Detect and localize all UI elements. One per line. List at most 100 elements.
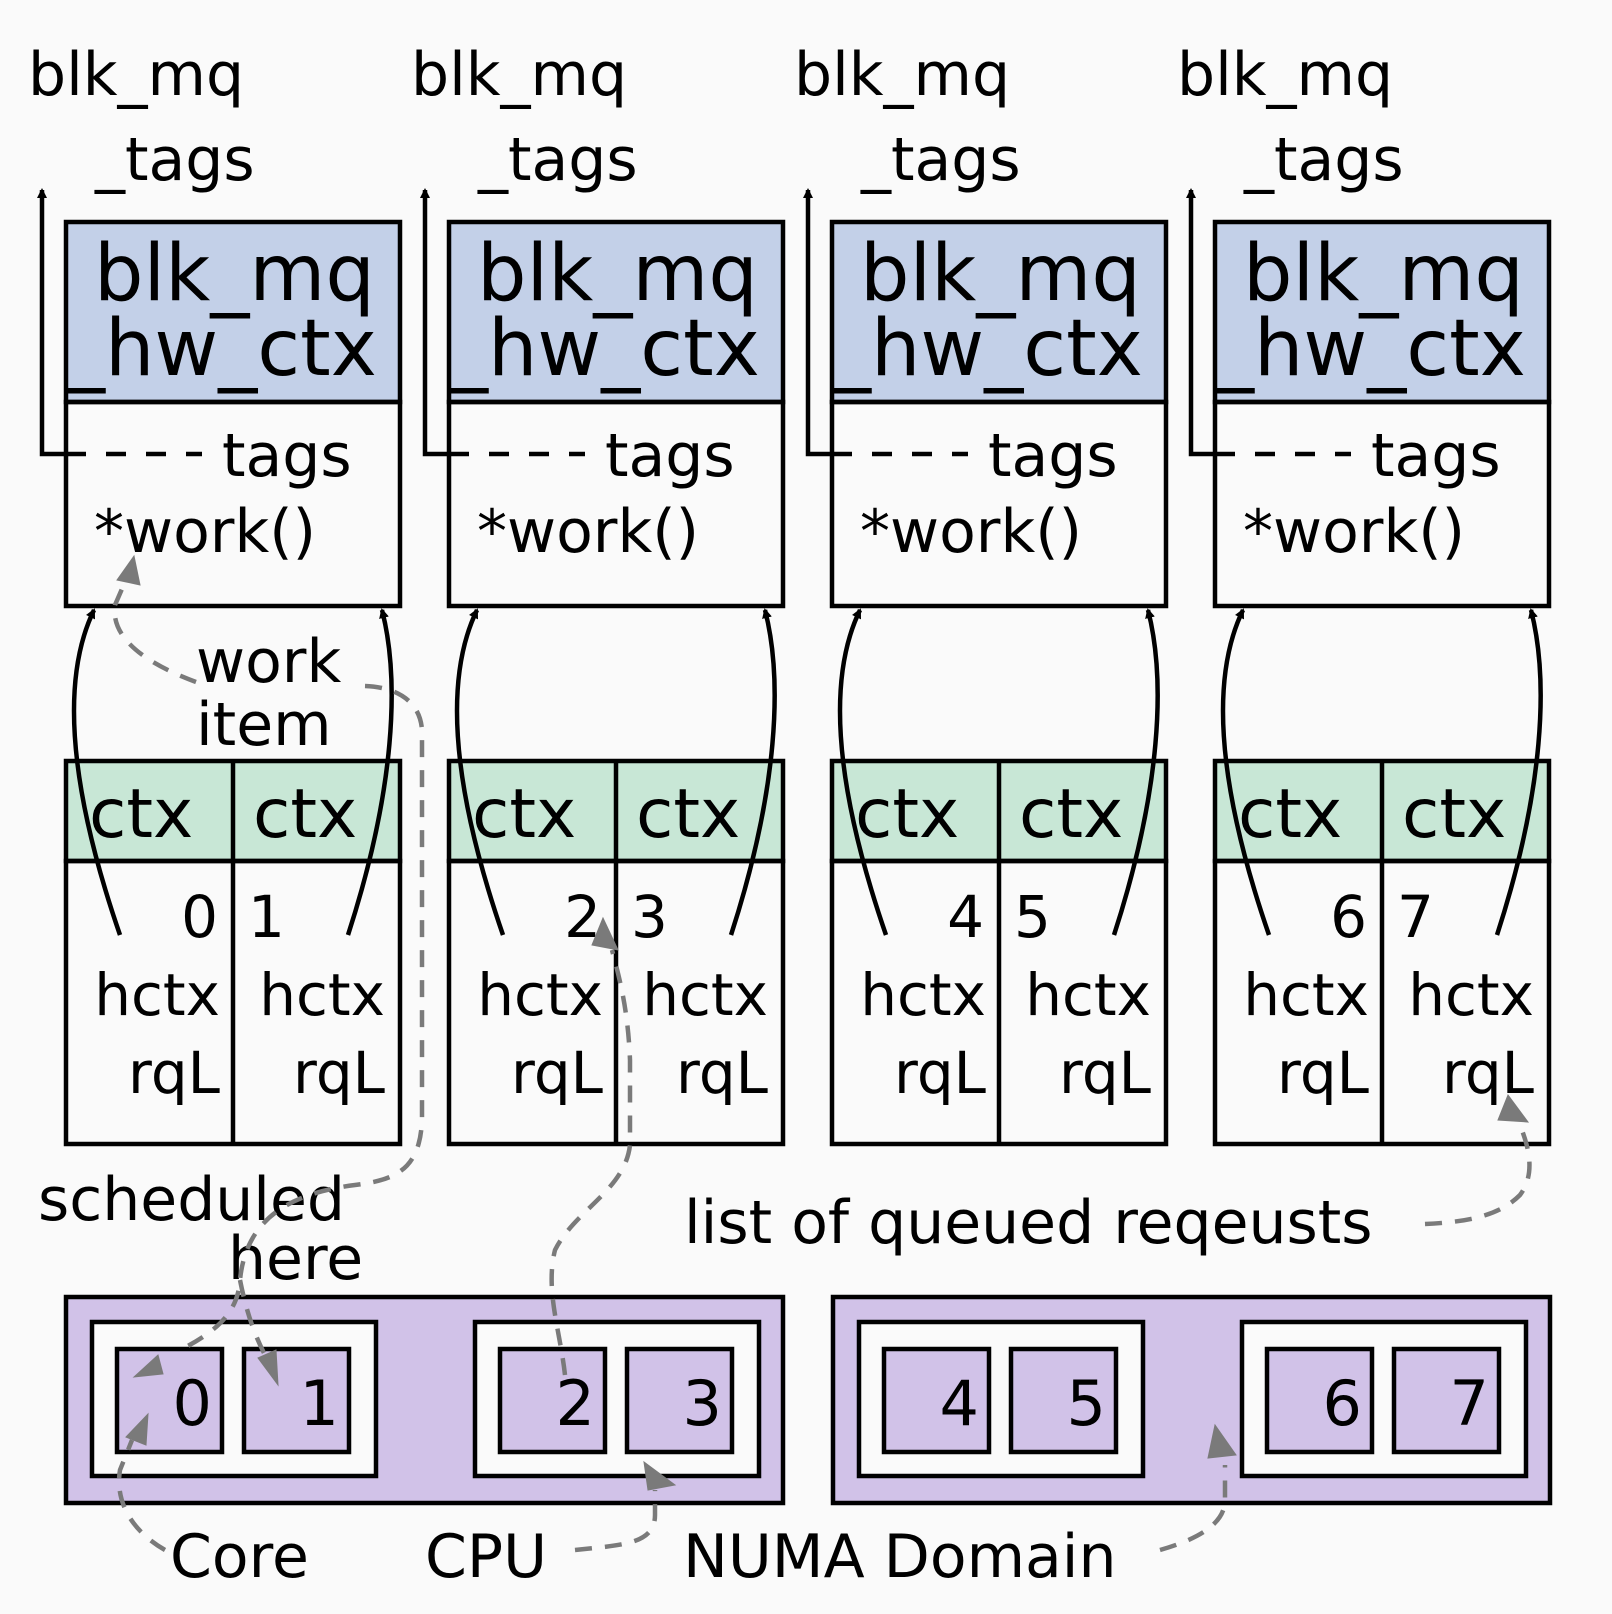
ctx-hctx-right: hctx: [259, 961, 385, 1029]
ctx-body[interactable]: [63, 858, 403, 1147]
hw-ctx-header[interactable]: [63, 219, 403, 405]
ctx-rql-right: rqL: [1442, 1039, 1534, 1107]
numa-domain-label: NUMA Domain: [683, 1522, 1117, 1592]
cpu-1[interactable]: [241, 1346, 352, 1455]
hw-ctx-title-line1: blk_mq: [1243, 229, 1524, 319]
ctx-label-left: ctx: [855, 775, 959, 854]
ctx-rql-right: rqL: [1059, 1039, 1151, 1107]
tags-label-line2: _tags: [1243, 125, 1404, 195]
hw-ctx-field-tags: tags: [1371, 421, 1501, 491]
ctx-hctx-left: hctx: [860, 961, 986, 1029]
cpu-7[interactable]: [1391, 1346, 1502, 1455]
hctx-link-left: [454, 608, 506, 936]
work-item-to-work-arrow: [112, 574, 197, 685]
core-arrowhead: [125, 1412, 149, 1446]
ctx-rql-left: rqL: [1277, 1039, 1369, 1107]
queued-requests-label: list of queued reqeusts: [684, 1188, 1373, 1258]
ctx-number-right: 7: [1397, 883, 1434, 951]
ctx-body[interactable]: [446, 858, 786, 1147]
ctx-rql-left: rqL: [511, 1039, 603, 1107]
ctx-hctx-left: hctx: [477, 961, 603, 1029]
ctx-number-right: 1: [248, 883, 285, 951]
cpu-label-path: [574, 1490, 658, 1553]
ctx-rql-right: rqL: [676, 1039, 768, 1107]
cpu-4[interactable]: [881, 1346, 992, 1455]
numa-arrowhead: [1207, 1423, 1237, 1459]
hw-ctx-body[interactable]: [446, 399, 786, 609]
ctx-rql-left: rqL: [894, 1039, 986, 1107]
ctx-label-left: ctx: [472, 775, 576, 854]
cpu-label-1: 1: [300, 1367, 339, 1440]
ctx-number-right: 3: [631, 883, 668, 951]
tags-label-line2: _tags: [477, 125, 638, 195]
tags-label-line1: blk_mq: [411, 40, 627, 110]
hw-ctx-field-tags: tags: [222, 421, 352, 491]
cpu-3[interactable]: [624, 1346, 735, 1455]
queued-to-rql-path: [1424, 1124, 1532, 1227]
hctx-link-left: [837, 608, 889, 936]
ctx-rql-left: rqL: [128, 1039, 220, 1107]
ctx-label-right: ctx: [253, 775, 357, 854]
tags-label-line1: blk_mq: [1177, 40, 1393, 110]
ctx-label-left: ctx: [1238, 775, 1342, 854]
cpu-label: CPU: [425, 1522, 547, 1592]
hctx-link-right: [1111, 608, 1160, 936]
cpu2-to-ctx2-path: [549, 949, 633, 1376]
hw-ctx-title-line2: _hw_ctx: [65, 304, 377, 394]
cpu-label-3: 3: [683, 1367, 722, 1440]
ctx-body[interactable]: [1212, 858, 1552, 1147]
hardware-topology: 0 1 2 3 4 5 6 7: [63, 1294, 1553, 1506]
hw-ctx-field-tags: tags: [988, 421, 1118, 491]
hw-ctx-header[interactable]: [446, 219, 786, 405]
cpu-label-4: 4: [940, 1367, 979, 1440]
scheduled-label-line2: here: [228, 1224, 363, 1294]
hw-queue-group-1: blk_mq _tags blk_mq _hw_ctx tags *work()…: [411, 40, 786, 1147]
work-arrowhead: [116, 554, 141, 586]
core-label: Core: [170, 1522, 309, 1592]
cpu-label-5: 5: [1067, 1367, 1106, 1440]
hw-ctx-title-line2: _hw_ctx: [1214, 304, 1526, 394]
tags-label-line2: _tags: [94, 125, 255, 195]
ctx-rql-right: rqL: [293, 1039, 385, 1107]
hw-ctx-header[interactable]: [829, 219, 1169, 405]
hw-queue-group-2: blk_mq _tags blk_mq _hw_ctx tags *work()…: [794, 40, 1169, 1147]
hw-ctx-title-line2: _hw_ctx: [448, 304, 760, 394]
ctx-label-left: ctx: [89, 775, 193, 854]
hw-ctx-body[interactable]: [1212, 399, 1552, 609]
work-item-path: [178, 683, 425, 1353]
hw-ctx-title-line1: blk_mq: [860, 229, 1141, 319]
cpu-label-0: 0: [173, 1367, 212, 1440]
work-item-label-line1: work: [196, 627, 341, 697]
ctx-label-right: ctx: [1019, 775, 1123, 854]
hctx-link-left: [1220, 608, 1272, 936]
cpu-arrowhead: [643, 1460, 677, 1491]
ctx-number-left: 0: [181, 883, 218, 951]
cpu-6[interactable]: [1264, 1346, 1375, 1455]
tags-pointer-arrow: [37, 188, 66, 457]
scheduled-arrowhead-cpu1: [257, 1349, 279, 1387]
ctx-number-left: 4: [947, 883, 984, 951]
annotation-arrows: [112, 554, 1532, 1553]
ctx-body[interactable]: [829, 858, 1169, 1147]
tags-pointer-arrow: [1186, 188, 1215, 457]
cpu-label-6: 6: [1323, 1367, 1362, 1440]
cpu-label-7: 7: [1450, 1367, 1489, 1440]
hw-ctx-title-line1: blk_mq: [477, 229, 758, 319]
hw-ctx-header[interactable]: [1212, 219, 1552, 405]
scheduled-arrowhead-cpu0: [132, 1354, 164, 1378]
ctx-number-left: 6: [1330, 883, 1367, 951]
hctx-link-right: [345, 608, 394, 936]
cpu-2[interactable]: [497, 1346, 608, 1455]
ctx-hctx-right: hctx: [1408, 961, 1534, 1029]
ctx-label-right: ctx: [1402, 775, 1506, 854]
tags-pointer-arrow: [803, 188, 832, 457]
cpu-5[interactable]: [1008, 1346, 1119, 1455]
hw-ctx-field-work: *work(): [860, 497, 1082, 567]
ctx-label-right: ctx: [636, 775, 740, 854]
cpu-label-2: 2: [556, 1367, 595, 1440]
rql-arrowhead: [1497, 1093, 1530, 1123]
hw-ctx-body[interactable]: [63, 399, 403, 609]
hw-ctx-field-work: *work(): [477, 497, 699, 567]
hw-ctx-body[interactable]: [829, 399, 1169, 609]
